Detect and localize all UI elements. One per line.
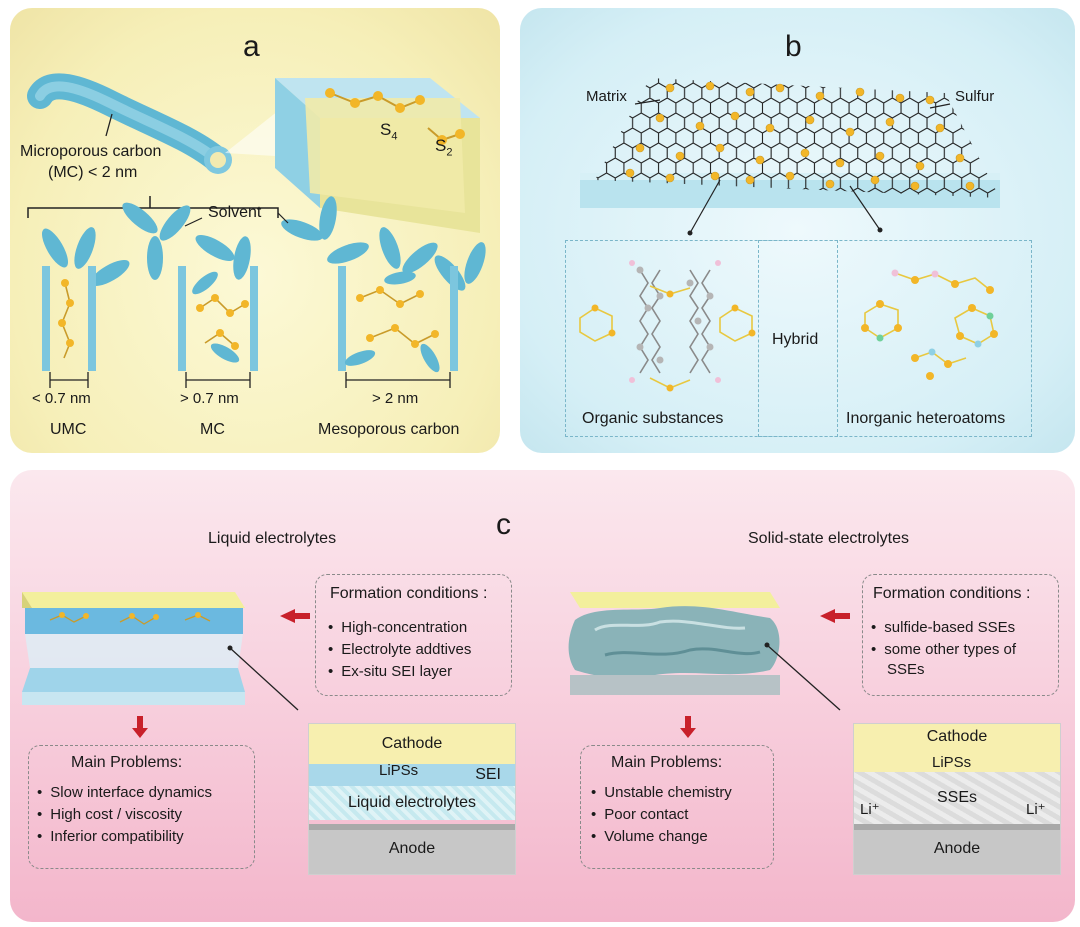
panel-a-illustration <box>27 73 486 388</box>
solid-title: Solid-state electrolytes <box>748 530 909 547</box>
liquid-anode-layer: Anode <box>309 824 515 874</box>
hybrid-box <box>758 240 838 437</box>
s4-symbol: S <box>380 120 392 139</box>
panel-b-illustration <box>579 78 1000 392</box>
solid-problem-item: Volume change <box>591 826 732 848</box>
solid-cathode-label: Cathode <box>926 728 988 745</box>
liquid-electrolyte-layer: Liquid electrolytes <box>309 786 515 820</box>
solid-formation-box: Formation conditions : sulfide-based SSE… <box>862 574 1059 696</box>
inorganic-label: Inorganic heteroatoms <box>846 410 1006 427</box>
solid-anode-label: Anode <box>933 840 981 857</box>
meso-width-label: > 2 nm <box>372 390 419 407</box>
liquid-cathode-layer: Cathode <box>309 724 515 764</box>
liquid-problems-list: Slow interface dynamics High cost / visc… <box>37 782 212 848</box>
solid-anode-layer: Anode <box>854 824 1060 874</box>
solid-lipss-label: LiPSs <box>932 754 972 771</box>
mc-width-label: > 0.7 nm <box>180 390 239 407</box>
liquid-formation-item: Electrolyte addtives <box>328 639 471 661</box>
umc-width-label: < 0.7 nm <box>32 390 91 407</box>
solid-problems-title: Main Problems: <box>611 754 723 771</box>
panel-b: b Matrix Sulfur Organic substances Hybri… <box>520 8 1075 453</box>
panel-a-letter: a <box>243 30 260 63</box>
hybrid-label: Hybrid <box>772 331 819 348</box>
solid-li-right-label: Li⁺ <box>1026 801 1046 818</box>
solid-cross-section: Cathode SSEs LiPSs Li⁺ Li⁺ Anode <box>853 723 1061 875</box>
liquid-problems-title: Main Problems: <box>71 754 183 771</box>
solid-formation-item: sulfide-based SSEs <box>871 617 1016 639</box>
liquid-problems-box: Main Problems: Slow interface dynamics H… <box>28 745 255 869</box>
liquid-title: Liquid electrolytes <box>208 530 337 547</box>
solid-li-left-label: Li⁺ <box>860 801 880 818</box>
solid-problem-item: Unstable chemistry <box>591 782 732 804</box>
panel-c-letter: c <box>496 508 511 541</box>
sulfur-label: Sulfur <box>955 88 995 105</box>
solid-formation-item: some other types of <box>871 639 1016 661</box>
liquid-formation-item: Ex-situ SEI layer <box>328 661 471 683</box>
liquid-formation-box: Formation conditions : High-concentratio… <box>315 574 512 696</box>
s2-symbol: S <box>435 136 447 155</box>
panel-c-illustration <box>22 592 1022 818</box>
organic-label: Organic substances <box>582 410 724 427</box>
solid-formation-item-continued: SSEs <box>887 661 925 678</box>
liquid-problem-item: High cost / viscosity <box>37 804 212 826</box>
liquid-anode-label: Anode <box>388 840 436 857</box>
solid-cathode-layer: Cathode <box>854 724 1060 772</box>
solid-sse-layer: SSEs <box>854 772 1060 824</box>
s4-subscript: 4 <box>391 130 398 143</box>
liquid-formation-title: Formation conditions : <box>330 585 488 602</box>
liquid-sei-layer: SEI <box>309 764 515 786</box>
panel-b-letter: b <box>785 30 802 63</box>
s4-label: S4 <box>380 120 397 142</box>
liquid-problem-item: Slow interface dynamics <box>37 782 212 804</box>
liquid-formation-item: High-concentration <box>328 617 471 639</box>
solid-problems-list: Unstable chemistry Poor contact Volume c… <box>591 782 732 848</box>
s2-subscript: 2 <box>446 146 453 159</box>
s2-label: S2 <box>435 136 452 158</box>
solid-problems-box: Main Problems: Unstable chemistry Poor c… <box>580 745 774 869</box>
liquid-formation-list: High-concentration Electrolyte addtives … <box>328 617 471 683</box>
liquid-electrolyte-label: Liquid electrolytes <box>347 794 477 811</box>
matrix-label: Matrix <box>586 88 627 105</box>
mesoporous-carbon-label: Mesoporous carbon <box>318 421 460 438</box>
liquid-lipss-label: LiPSs <box>379 762 419 779</box>
liquid-problem-item: Inferior compatibility <box>37 826 212 848</box>
panel-c: c Liquid electrolytes Formation conditio… <box>10 470 1075 922</box>
mc-size-label: (MC) < 2 nm <box>48 164 138 181</box>
liquid-cross-section: Cathode SEI LiPSs Liquid electrolytes An… <box>308 723 516 875</box>
microporous-carbon-label: Microporous carbon <box>20 143 162 160</box>
liquid-sei-label: SEI <box>475 766 501 783</box>
solid-problem-item: Poor contact <box>591 804 732 826</box>
solid-formation-title: Formation conditions : <box>873 585 1031 602</box>
panel-a: a Microporous carbon (MC) < 2 nm S4 S2 S… <box>10 8 500 453</box>
solid-formation-list: sulfide-based SSEs some other types of <box>871 617 1016 661</box>
solid-sse-label: SSEs <box>936 789 977 806</box>
mc-label: MC <box>200 421 225 438</box>
solvent-label: Solvent <box>208 204 262 221</box>
umc-label: UMC <box>50 421 87 438</box>
liquid-cathode-label: Cathode <box>381 735 443 752</box>
